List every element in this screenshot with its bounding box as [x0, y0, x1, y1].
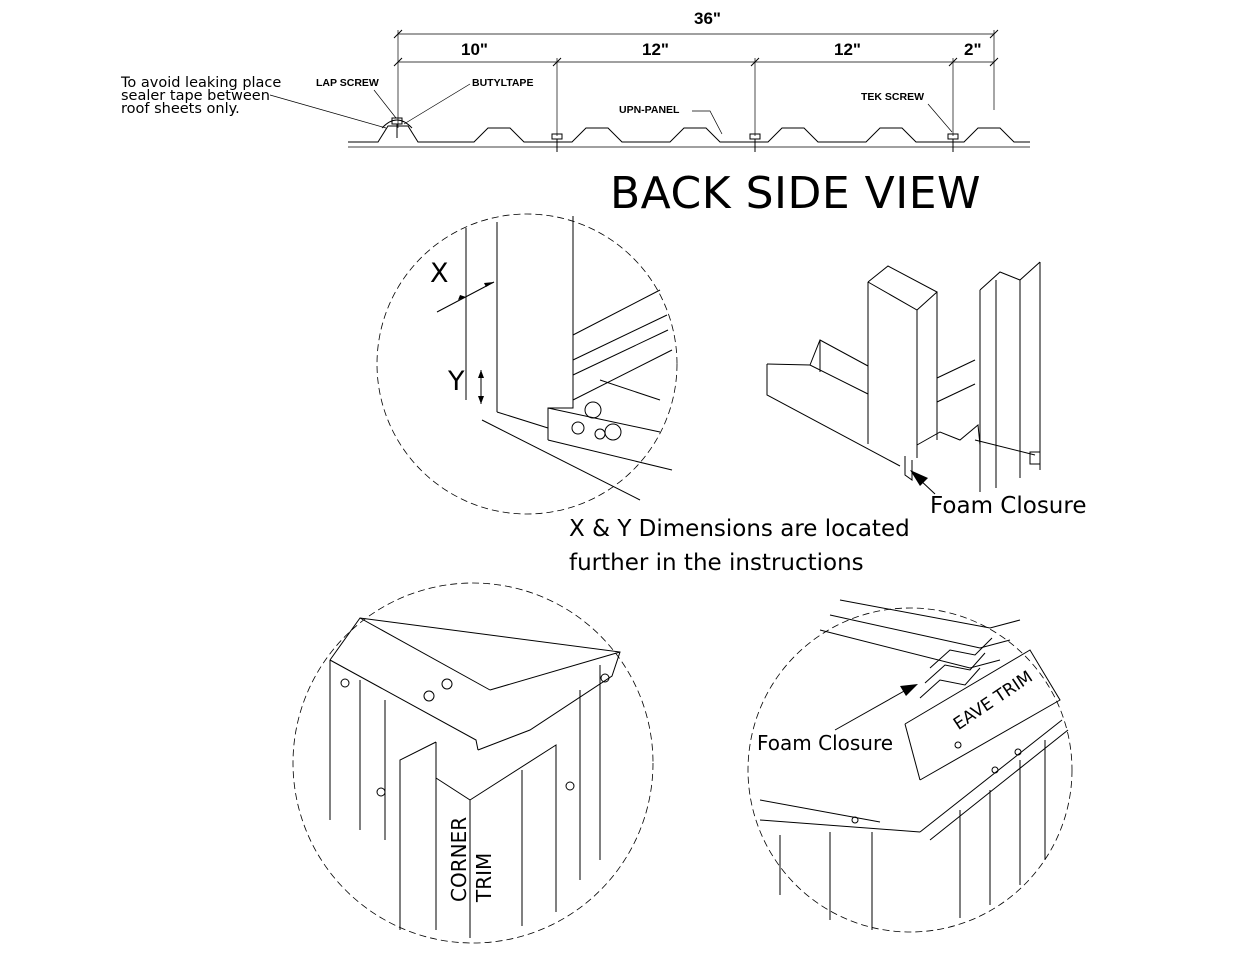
detail-corner-trim [292, 582, 654, 944]
xy-note-line2: further in the instructions [569, 550, 864, 576]
lap-screw-label: LAP SCREW [316, 77, 379, 89]
detail-circle-xy [376, 213, 678, 515]
dimension-lines [393, 29, 999, 136]
butyl-tape-label: BUTYLTAPE [472, 77, 534, 89]
dimension-segment-3: 12" [834, 40, 861, 59]
tek-screw-label: TEK SCREW [861, 91, 924, 103]
corner-trim-label-line1: CORNER [447, 816, 471, 902]
lap-screw-icon [381, 117, 413, 138]
x-label: X [430, 258, 449, 289]
eave-foam-closure-label: Foam Closure [757, 731, 894, 755]
page-title: BACK SIDE VIEW [610, 168, 982, 219]
dimension-segment-4: 2" [964, 40, 982, 59]
detail-foam-closure [766, 261, 1041, 495]
upn-panel-label: UPN-PANEL [619, 104, 680, 116]
dimension-segment-2: 12" [642, 40, 669, 59]
panel-profile [269, 83, 1030, 152]
detail-eave-trim [747, 599, 1073, 933]
corner-trim-label-line2: TRIM [472, 852, 496, 902]
sealer-note: To avoid leaking place sealer tape betwe… [121, 75, 282, 117]
dimension-total: 36" [694, 9, 721, 28]
tek-screw-icon [551, 133, 959, 152]
dimension-segment-1: 10" [461, 40, 488, 59]
y-label: Y [448, 366, 465, 397]
foam-closure-label: Foam Closure [930, 493, 1087, 519]
xy-note-line1: X & Y Dimensions are located [569, 516, 910, 542]
